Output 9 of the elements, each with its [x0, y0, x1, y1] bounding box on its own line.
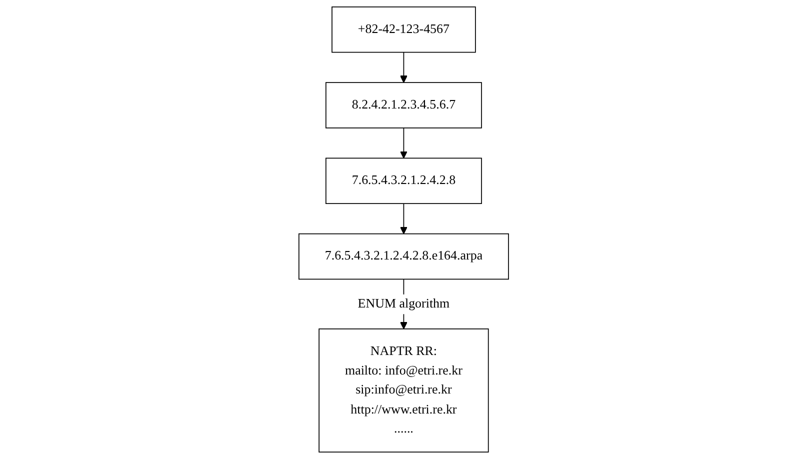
arrow [400, 203, 408, 234]
node-box: 7.6.5.4.3.2.1.2.4.2.8 [325, 158, 482, 204]
node-box: +82-42-123-4567 [331, 6, 476, 53]
node-box: 7.6.5.4.3.2.1.2.4.2.8.e164.arpa [298, 233, 509, 280]
arrow [400, 128, 408, 159]
arrow [400, 52, 408, 83]
node-box: 8.2.4.2.1.2.3.4.5.6.7 [325, 82, 482, 128]
edge-label: ENUM algorithm [358, 296, 450, 311]
node-box: NAPTR RR: mailto: info@etri.re.kr sip:info@etri.re.kr http://www.etri.re.kr ...... [318, 328, 489, 452]
